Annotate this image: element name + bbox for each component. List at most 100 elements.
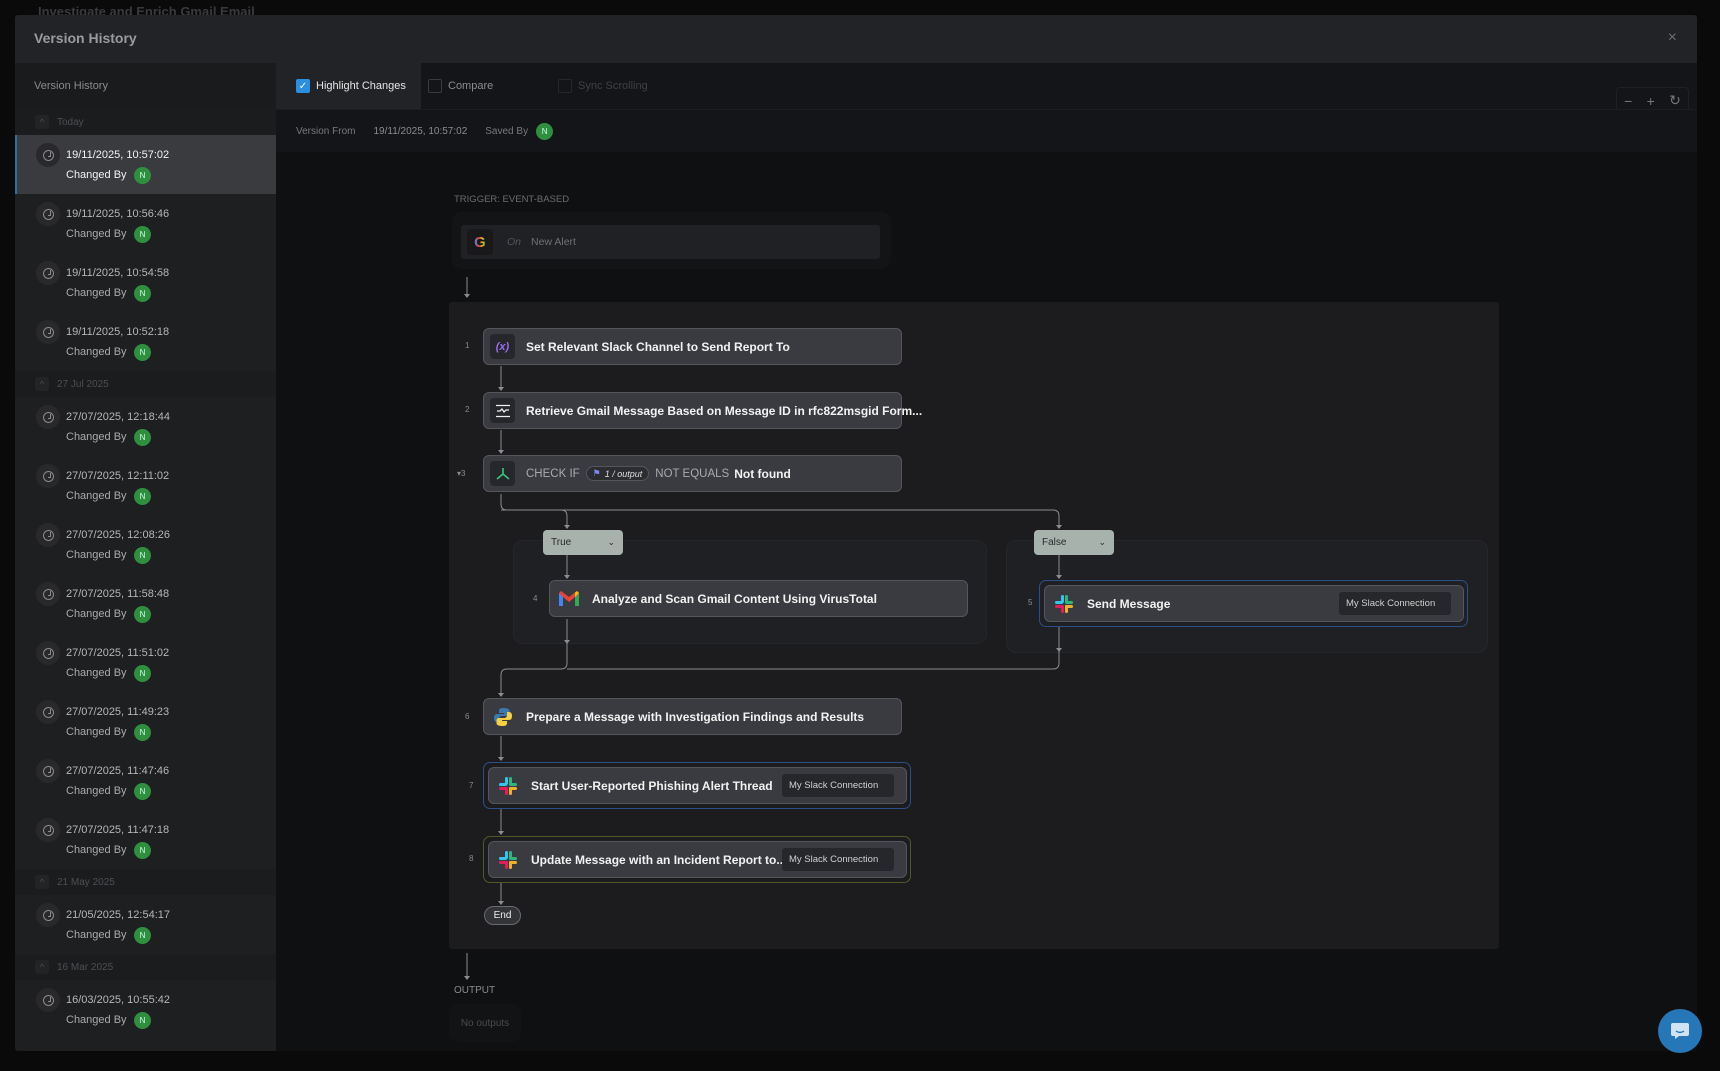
version-group-header[interactable]: ^Today xyxy=(15,109,276,135)
group-date: 21 May 2025 xyxy=(57,876,115,888)
version-group-header[interactable]: ^27 Jul 2025 xyxy=(15,371,276,397)
condition-value: Not found xyxy=(734,466,791,481)
version-datetime: 27/07/2025, 11:51:02 xyxy=(66,647,170,659)
google-icon: G xyxy=(467,229,493,255)
step-node-2[interactable]: Retrieve Gmail Message Based on Message … xyxy=(483,392,922,429)
toolbar: ✓ Highlight Changes Compare Sync Scrolli… xyxy=(276,63,1697,114)
version-datetime: 27/07/2025, 12:18:44 xyxy=(66,411,170,423)
chevron-down-icon: ⌄ xyxy=(607,537,615,547)
modal-header: Version History × xyxy=(15,15,1697,63)
version-datetime: 27/07/2025, 11:58:48 xyxy=(66,588,170,600)
compare-label: Compare xyxy=(448,80,494,92)
changed-by-label: Changed By xyxy=(66,490,127,502)
changed-by-label: Changed By xyxy=(66,608,127,620)
zoom-in-icon[interactable]: + xyxy=(1646,92,1655,109)
step-title: Update Message with an Incident Report t… xyxy=(531,852,787,867)
version-datetime: 19/11/2025, 10:56:46 xyxy=(66,208,170,220)
connection-chip[interactable]: My Slack Connection xyxy=(782,848,894,871)
trigger-prefix: On xyxy=(507,236,522,248)
step-title: Retrieve Gmail Message Based on Message … xyxy=(526,403,923,418)
slack-icon xyxy=(1051,591,1076,616)
step-title: Send Message xyxy=(1087,596,1171,611)
sync-scrolling-toggle[interactable]: Sync Scrolling xyxy=(558,63,648,109)
chevron-up-icon[interactable]: ^ xyxy=(35,377,49,391)
step-number: ▾3 xyxy=(457,469,466,478)
changed-by-label: Changed By xyxy=(66,726,127,738)
close-icon[interactable]: × xyxy=(1667,29,1677,46)
step-node-5[interactable]: Send Message My Slack Connection xyxy=(1044,585,1464,622)
step-node-7[interactable]: Start User-Reported Phishing Alert Threa… xyxy=(488,767,907,804)
compare-toggle[interactable]: Compare xyxy=(428,63,493,109)
gmail-icon xyxy=(556,586,581,611)
true-branch-label[interactable]: True⌄ xyxy=(543,530,623,555)
highlight-changes-label: Highlight Changes xyxy=(316,80,406,92)
clock-icon xyxy=(36,261,60,285)
clock-icon xyxy=(36,700,60,724)
step-number: 5 xyxy=(1028,598,1033,607)
version-group-header[interactable]: ^16 Mar 2025 xyxy=(15,954,276,980)
zoom-out-icon[interactable]: − xyxy=(1624,92,1633,109)
no-outputs-box: No outputs xyxy=(449,1004,521,1042)
slack-icon xyxy=(495,773,520,798)
step-node-3-condition[interactable]: CHECK IF ⚑1 / output NOT EQUALS Not foun… xyxy=(483,455,902,492)
changed-by-label: Changed By xyxy=(66,431,127,443)
collapse-caret-icon[interactable]: ▾ xyxy=(457,469,462,478)
step-node-1[interactable]: (x) Set Relevant Slack Channel to Send R… xyxy=(483,328,902,365)
highlight-changes-toggle[interactable]: ✓ Highlight Changes xyxy=(276,63,421,109)
step-number: 8 xyxy=(469,854,474,863)
clock-icon xyxy=(36,523,60,547)
added-highlight xyxy=(483,836,911,883)
checkbox-icon[interactable] xyxy=(428,79,442,93)
chevron-up-icon[interactable]: ^ xyxy=(35,115,49,129)
version-group-header[interactable]: ^ 21 May 2025 xyxy=(15,869,276,895)
slack-icon xyxy=(495,847,520,872)
changed-by-label: Changed By xyxy=(66,929,127,941)
output-label: OUTPUT xyxy=(454,985,496,996)
step-node-4[interactable]: Analyze and Scan Gmail Content Using Vir… xyxy=(549,580,968,617)
changed-by-label: Changed By xyxy=(66,346,127,358)
chat-support-button[interactable] xyxy=(1658,1009,1702,1053)
step-number: 2 xyxy=(465,405,470,414)
checkbox-checked-icon[interactable]: ✓ xyxy=(296,79,310,93)
version-from-label: Version From xyxy=(296,125,356,137)
trigger-node[interactable]: G On New Alert xyxy=(461,225,880,259)
connection-chip[interactable]: My Slack Connection xyxy=(1339,592,1451,615)
check-if-label: CHECK IF xyxy=(526,467,580,480)
step-node-8[interactable]: Update Message with an Incident Report t… xyxy=(488,841,907,878)
avatar: N xyxy=(134,488,151,505)
reset-zoom-icon[interactable]: ↻ xyxy=(1669,92,1681,108)
step-number: 7 xyxy=(469,781,474,790)
changed-by-label: Changed By xyxy=(66,785,127,797)
false-branch-label[interactable]: False⌄ xyxy=(1034,530,1114,555)
version-datetime: 19/11/2025, 10:54:58 xyxy=(66,267,170,279)
chevron-up-icon[interactable]: ^ xyxy=(35,960,49,974)
changed-by-label: Changed By xyxy=(66,287,127,299)
avatar: N xyxy=(134,1012,151,1029)
sidebar-title: Version History xyxy=(15,63,276,109)
chevron-up-icon[interactable]: ^ xyxy=(35,875,49,889)
step-node-6[interactable]: Prepare a Message with Investigation Fin… xyxy=(483,698,902,735)
avatar: N xyxy=(134,606,151,623)
clock-icon xyxy=(36,641,60,665)
checkbox-icon[interactable] xyxy=(558,79,572,93)
connection-chip[interactable]: My Slack Connection xyxy=(782,774,894,797)
changed-by-label: Changed By xyxy=(66,1014,127,1026)
trigger-name: New Alert xyxy=(531,236,576,248)
flag-icon: ⚑ xyxy=(592,468,601,478)
clock-icon xyxy=(36,464,60,488)
